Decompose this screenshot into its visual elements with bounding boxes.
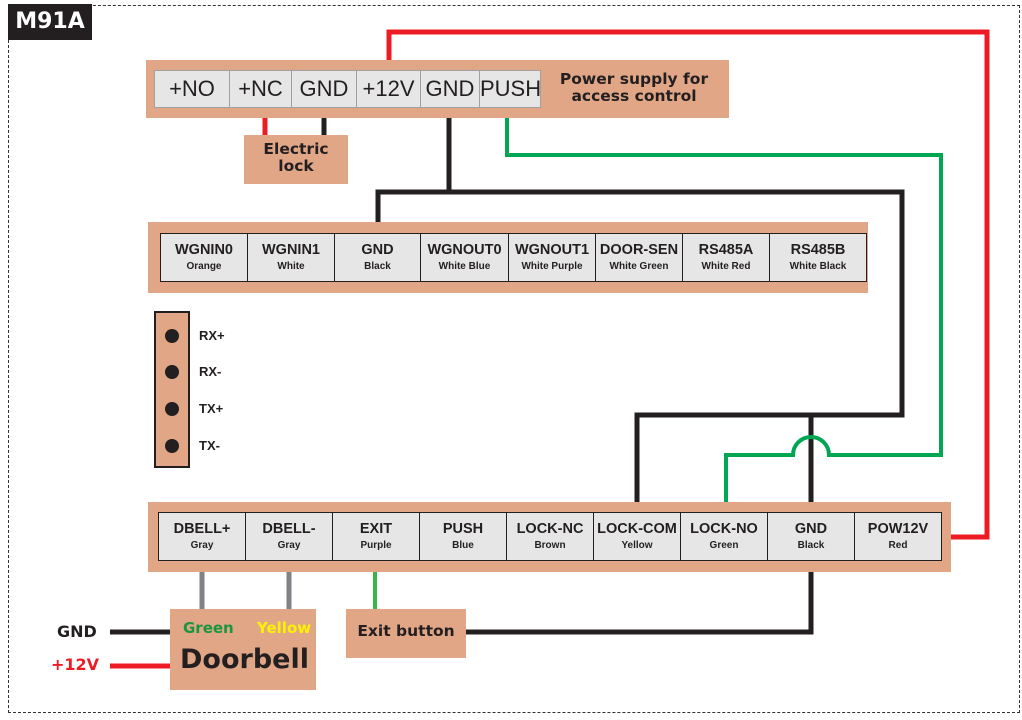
terminal-name: WGNIN0 <box>175 241 233 258</box>
terminal-name: DBELL- <box>262 520 316 537</box>
terminal-color: Black <box>364 260 391 272</box>
pin-label-rx-minus: RX- <box>199 364 222 379</box>
terminal-color: White Black <box>789 260 847 272</box>
terminal-name: GND <box>361 241 394 258</box>
terminal-color: White Blue <box>438 260 491 272</box>
terminal-color: Yellow <box>621 539 653 551</box>
pin-label-tx-minus: TX- <box>199 438 220 453</box>
bottom-terminals: DBELL+ Gray DBELL- Gray EXIT Purple PUSH Blu… <box>158 512 942 561</box>
terminal-name: LOCK-NO <box>690 520 758 537</box>
doorbell-wire-green-label: Green <box>183 619 234 637</box>
wire-black-gnd-wg <box>375 189 905 502</box>
bottom-terminal: LOCK-NO Green <box>681 513 768 560</box>
bottom-terminal: DBELL+ Gray <box>159 513 246 560</box>
electric-lock-line1: Electric <box>263 140 329 158</box>
terminal-name: DOOR-SEN <box>599 241 679 258</box>
electric-lock-block <box>244 135 348 184</box>
diagram-frame <box>8 5 1020 713</box>
wg-terminal: RS485A White Red <box>683 234 770 281</box>
bottom-terminal: GND Black <box>768 513 855 560</box>
terminal-color: Brown <box>534 539 566 551</box>
psu-terminal-12v: +12V <box>356 70 421 108</box>
terminal-name: PUSH <box>442 520 484 537</box>
electric-lock-line2: lock <box>278 157 314 175</box>
pin-label-tx-plus: TX+ <box>199 401 224 416</box>
psu-terminal-gnd-2: GND <box>420 70 480 108</box>
terminal-color: White Purple <box>521 260 583 272</box>
pin-dot <box>165 402 179 416</box>
terminal-name: WGNOUT0 <box>427 241 502 258</box>
psu-terminal-gnd: GND <box>291 70 357 108</box>
model-title: M91A <box>8 4 92 40</box>
exit-button-label: Exit button <box>357 622 455 640</box>
doorbell-12v-label: +12V <box>51 655 100 674</box>
terminal-color: Purple <box>360 539 392 551</box>
wg-terminal: DOOR-SEN White Green <box>596 234 683 281</box>
terminal-name: RS485A <box>698 241 754 258</box>
terminal-name: WGNOUT1 <box>514 241 590 258</box>
wire-black-exit-gnd <box>466 572 814 635</box>
bottom-terminal: PUSH Blue <box>420 513 507 560</box>
terminal-color: Red <box>888 539 908 551</box>
pin-dot <box>165 329 179 343</box>
wg-terminal: RS485B White Black <box>770 234 866 281</box>
psu-label: Power supply for access control <box>553 71 715 105</box>
psu-label-line2: access control <box>571 87 697 105</box>
terminal-color: Green <box>709 539 739 551</box>
terminal-color: Blue <box>452 539 474 551</box>
serial-connector <box>154 311 190 468</box>
psu-terminal-no: +NO <box>154 70 230 108</box>
terminal-color: Orange <box>186 260 222 272</box>
doorbell-wire-yellow-label: Yellow <box>257 619 312 637</box>
terminal-name: DBELL+ <box>173 520 231 537</box>
terminal-color: White Green <box>609 260 669 272</box>
psu-terminal-push: PUSH <box>479 70 541 108</box>
doorbell-title: Doorbell <box>180 644 309 675</box>
terminal-name: RS485B <box>790 241 846 258</box>
wire-green-push <box>505 118 943 502</box>
exit-button-block <box>346 609 466 658</box>
terminal-color: Gray <box>190 539 214 551</box>
bottom-terminal: LOCK-COM Yellow <box>594 513 681 560</box>
psu-terminal-nc: +NC <box>229 70 292 108</box>
bottom-terminal: EXIT Purple <box>333 513 420 560</box>
terminal-name: LOCK-COM <box>597 520 677 537</box>
terminal-color: Gray <box>277 539 301 551</box>
terminal-color: White Red <box>701 260 751 272</box>
terminal-name: GND <box>794 520 828 537</box>
terminal-color: Black <box>797 539 825 551</box>
bottom-terminal: POW12V Red <box>855 513 941 560</box>
doorbell-block <box>170 609 316 690</box>
wire-red-12v <box>386 29 990 540</box>
pin-dot <box>165 439 179 453</box>
terminal-name: LOCK-NC <box>516 520 584 537</box>
doorbell-gnd-label: GND <box>57 622 97 641</box>
electric-lock-label: Electric lock <box>244 141 348 175</box>
psu-label-line1: Power supply for <box>559 70 709 88</box>
terminal-name: WGNIN1 <box>262 241 320 258</box>
pin-label-rx-plus: RX+ <box>199 328 225 343</box>
terminal-name: EXIT <box>359 520 393 537</box>
pin-dot <box>165 365 179 379</box>
bottom-terminal: LOCK-NC Brown <box>507 513 594 560</box>
wg-terminal: GND Black <box>335 234 421 281</box>
terminal-name: POW12V <box>867 520 929 537</box>
bottom-terminal: DBELL- Gray <box>246 513 333 560</box>
terminal-color: White <box>277 260 305 272</box>
